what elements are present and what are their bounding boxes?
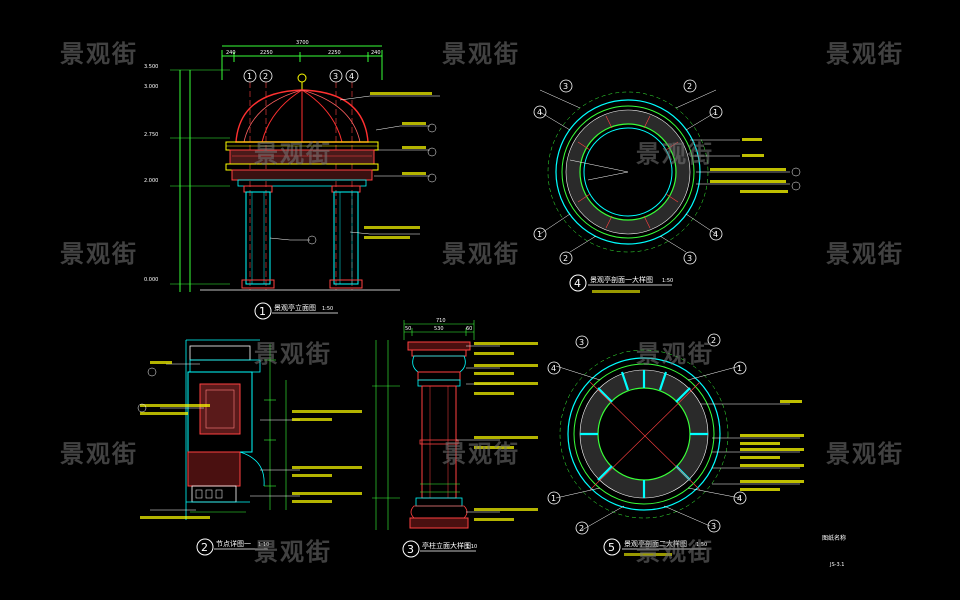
column-left bbox=[241, 185, 275, 289]
level-label: 2.750 bbox=[144, 132, 158, 138]
drawing-title-1: 1 景观亭立面图 1:50 bbox=[254, 302, 338, 320]
watermark-text: 景观街 bbox=[442, 240, 520, 268]
watermark-text: 景观街 bbox=[254, 140, 332, 168]
svg-text:3: 3 bbox=[579, 338, 584, 347]
axis-bubble-2: 2 bbox=[259, 69, 273, 83]
drawing-title-5: 5 景观亭剖面二大样图 1:50 bbox=[603, 538, 707, 556]
level-label: 3.000 bbox=[144, 84, 158, 90]
svg-text:1: 1 bbox=[537, 230, 542, 239]
dim-label: 240 bbox=[226, 50, 236, 56]
svg-text:3: 3 bbox=[563, 82, 568, 91]
watermark-text: 景观街 bbox=[826, 40, 904, 68]
dim-label: 60 bbox=[466, 326, 472, 332]
svg-text:2: 2 bbox=[687, 82, 692, 91]
dim-label: 3700 bbox=[296, 40, 309, 46]
svg-text:1: 1 bbox=[713, 108, 718, 117]
detail-drawing-2: 2 节点详图一 1:10 bbox=[137, 339, 362, 556]
svg-text:3: 3 bbox=[687, 254, 692, 263]
section-drawing-4: 3 4 2 1 1 2 3 4 4 景观亭剖面一大样 bbox=[533, 79, 801, 293]
drawing-number: 5 bbox=[608, 541, 615, 554]
dim-label: 240 bbox=[371, 50, 381, 56]
drawing-number: 3 bbox=[407, 543, 414, 556]
drawing-scale: 1:50 bbox=[696, 542, 707, 548]
drawing-title: 景观亭剖面一大样图 bbox=[590, 275, 653, 284]
axis-bubble-3: 3 bbox=[329, 69, 343, 83]
dim-label: 530 bbox=[434, 326, 444, 332]
svg-text:1: 1 bbox=[247, 72, 252, 81]
drawing-title-2: 2 节点详图一 1:10 bbox=[196, 538, 269, 556]
axis-bubble-1: 1 bbox=[243, 69, 257, 83]
svg-text:4: 4 bbox=[737, 494, 742, 503]
drawing-scale: 1:50 bbox=[322, 306, 333, 312]
drawing-title: 节点详图一 bbox=[216, 539, 251, 548]
watermark-text: 景观街 bbox=[826, 240, 904, 268]
svg-text:1: 1 bbox=[551, 494, 556, 503]
watermark-text: 景观街 bbox=[826, 440, 904, 468]
svg-text:4: 4 bbox=[537, 108, 542, 117]
dim-label: 2250 bbox=[260, 50, 273, 56]
sheet-number: JS-3.1 bbox=[829, 562, 844, 568]
watermark-text: 景观街 bbox=[254, 538, 332, 566]
drawing-scale: 1:10 bbox=[258, 542, 269, 548]
elevation-drawing-1: 240 2250 3700 2250 240 3.500 3.000 2.750… bbox=[144, 40, 440, 320]
column-drawing-3: 710 50 530 60 bbox=[372, 318, 538, 558]
watermark-text: 景观街 bbox=[636, 538, 714, 566]
svg-text:4: 4 bbox=[713, 230, 718, 239]
drawing-title-3: 3 亭柱立面大样图 1:10 bbox=[402, 540, 477, 558]
level-label: 0.000 bbox=[144, 277, 158, 283]
drawing-scale: 1:50 bbox=[662, 278, 673, 284]
watermark-text: 景观街 bbox=[636, 340, 714, 368]
svg-text:3: 3 bbox=[711, 522, 716, 531]
watermark-text: 景观街 bbox=[636, 140, 714, 168]
title-block: 图纸名称 JS-3.1 bbox=[822, 534, 846, 568]
dim-label: 50 bbox=[405, 326, 411, 332]
svg-text:4: 4 bbox=[349, 72, 354, 81]
axis-bubble-4: 4 bbox=[345, 69, 359, 83]
drawing-scale: 1:10 bbox=[466, 544, 477, 550]
dim-label: 710 bbox=[436, 318, 446, 324]
watermark-text: 景观街 bbox=[442, 440, 520, 468]
drawing-title-4: 4 景观亭剖面一大样图 1:50 bbox=[569, 274, 673, 293]
svg-text:3: 3 bbox=[333, 72, 338, 81]
svg-text:2: 2 bbox=[711, 336, 716, 345]
watermark-text: 景观街 bbox=[254, 340, 332, 368]
watermark-text: 景观街 bbox=[60, 240, 138, 268]
drawing-title: 景观亭剖面二大样图 bbox=[624, 539, 687, 548]
svg-text:2: 2 bbox=[563, 254, 568, 263]
drawing-number: 1 bbox=[259, 305, 266, 318]
drawing-title: 亭柱立面大样图 bbox=[422, 541, 471, 550]
svg-text:2: 2 bbox=[579, 524, 584, 533]
watermark-text: 景观街 bbox=[60, 440, 138, 468]
drawing-number: 4 bbox=[574, 277, 581, 290]
dim-label: 2250 bbox=[328, 50, 341, 56]
watermark-text: 景观街 bbox=[60, 40, 138, 68]
drawing-title: 景观亭立面图 bbox=[274, 303, 316, 312]
level-label: 3.500 bbox=[144, 64, 158, 70]
svg-text:2: 2 bbox=[263, 72, 268, 81]
section-drawing-5: 3 4 2 1 1 2 4 3 5 bbox=[547, 333, 804, 556]
svg-text:4: 4 bbox=[551, 364, 556, 373]
drawing-number: 2 bbox=[201, 541, 208, 554]
sheet-name: 图纸名称 bbox=[822, 534, 846, 542]
column-right bbox=[329, 185, 363, 289]
svg-text:1: 1 bbox=[737, 364, 742, 373]
level-label: 2.000 bbox=[144, 178, 158, 184]
watermark-text: 景观街 bbox=[442, 40, 520, 68]
